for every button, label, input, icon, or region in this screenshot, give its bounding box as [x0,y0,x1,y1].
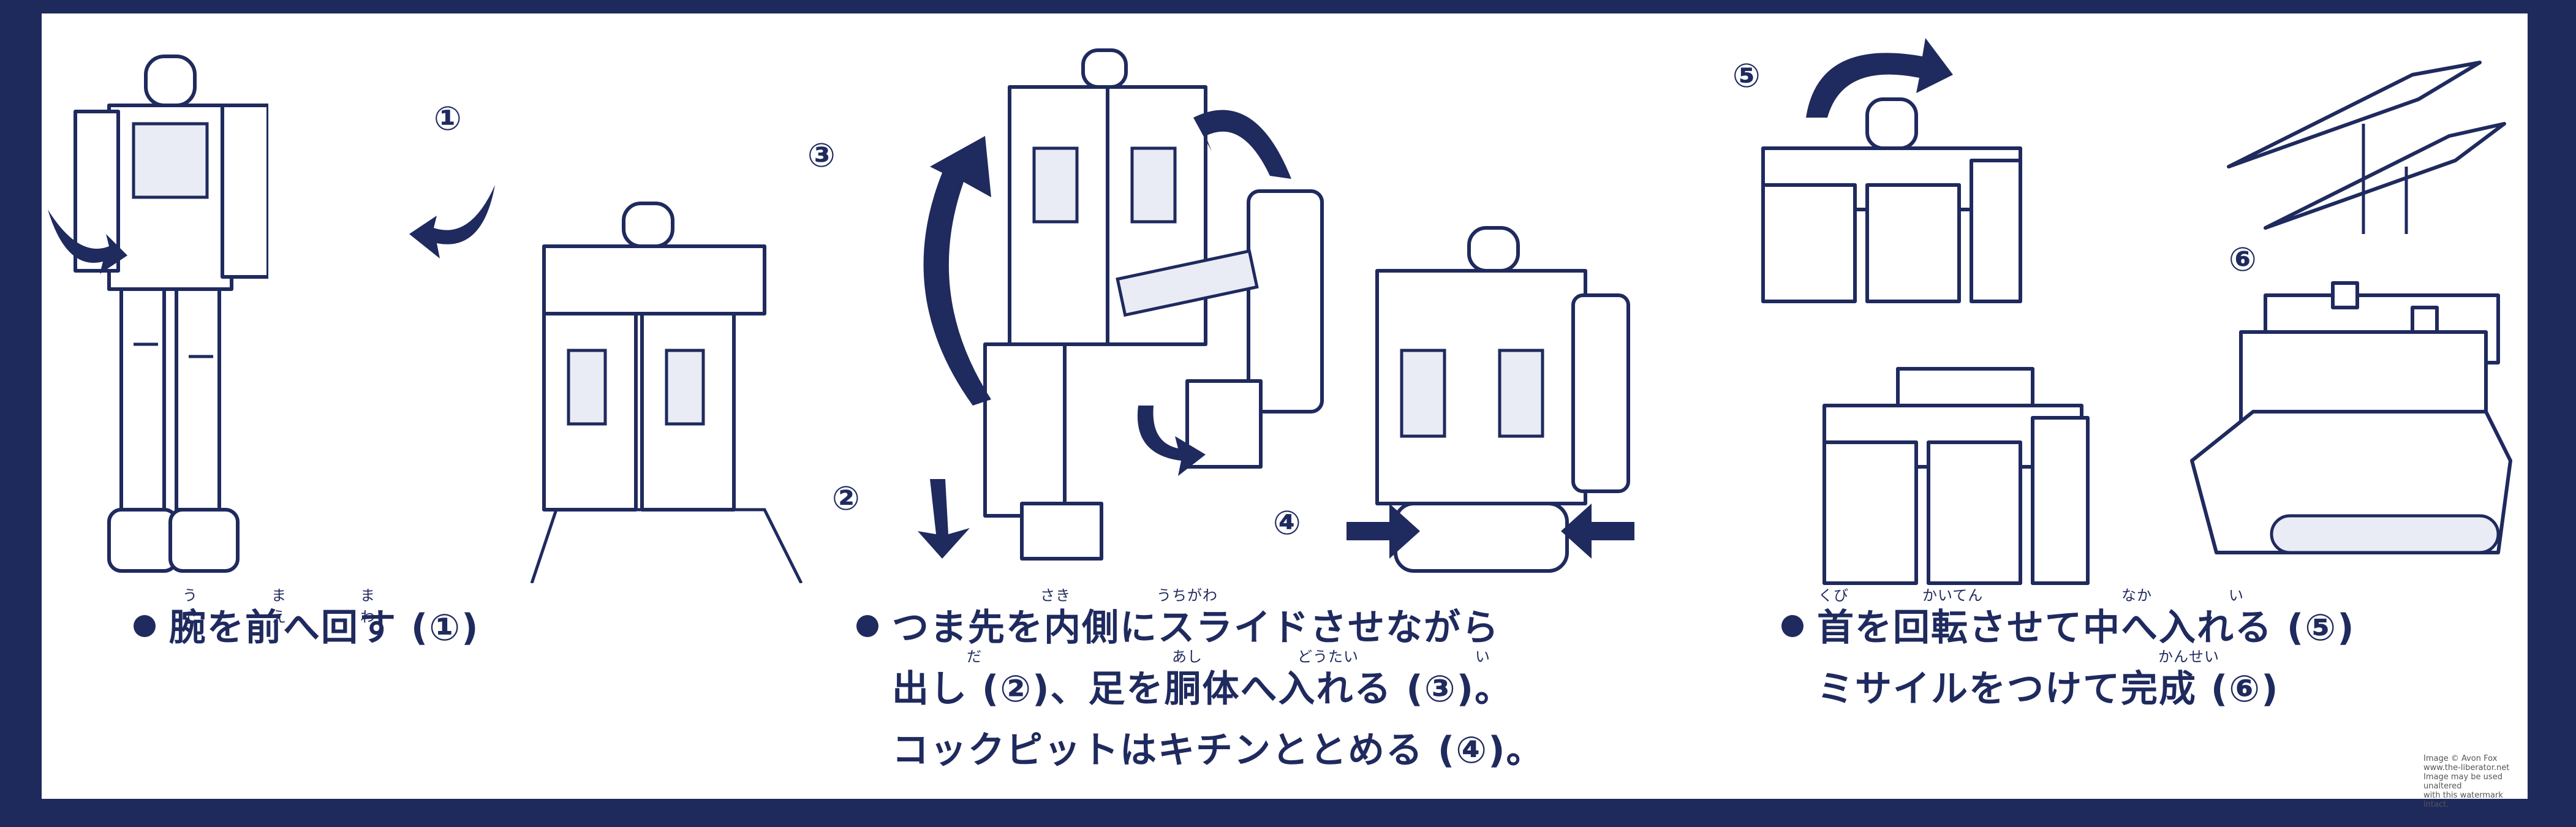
missile-illustration [2227,61,2506,234]
rotate-arm-arrow-left [48,210,127,274]
cockpit-lock-illustration [1375,226,1630,573]
ruby-text: くび [1818,587,1849,604]
ruby-text: かいてん [1922,587,1984,604]
ruby-step5: くび かいてん なか い かんせい [1818,583,2431,669]
ruby-text: さき [1040,587,1071,604]
ruby-text: うちがわ [1157,587,1218,604]
credit-line: www.the-liberator.net [2423,763,2510,772]
caption-step5-line2: ミサイルをつけて完成 (⑥) [1781,663,2355,724]
ruby-text: まえ [271,587,287,625]
arrow-right-step4 [1347,504,1420,559]
ruby-text: まわ [360,587,376,625]
credit-line: with this watermark intact. [2423,790,2503,809]
caption-step2-line2: 出し (②)、足を胴体へ入れる (③)。 [856,663,1544,724]
caption-text: つま先を内側にスライドさせながら [892,606,1500,649]
ruby-text: い [2229,587,2244,604]
bullet [1781,615,1804,638]
curved-arrow-top [1193,110,1291,179]
caption-text: ミサイルをつけて完成 (⑥) [1817,668,2279,711]
caption-step5-6: 首を回転させて中へ入れる (⑤) ミサイルをつけて完成 (⑥) [1781,602,2355,724]
step-marker-4: ④ [1273,504,1301,542]
caption-step2-line1: つま先を内側にスライドさせながら [856,602,1544,663]
ruby-text: あし [1172,648,1203,665]
curved-arrow-step5 [1806,38,1953,118]
ruby-text: い [1475,648,1490,665]
caption-text: 腕を前へ回す (①) [169,606,480,649]
ruby-text: かんせい [2158,648,2219,665]
caption-step1-line1: 腕を前へ回す (①) [134,602,480,663]
robot-folded-illustration [530,202,803,583]
arrow-down-step2 [918,479,970,559]
credit-line: Image © Avon Fox [2423,754,2498,763]
watermark-credit: Image © Avon Fox www.the-liberator.net I… [2423,754,2528,810]
robot-legs-slide-illustration [983,48,1324,561]
step-marker-2: ② [832,479,860,518]
caption-text: コックピットはキチンととめる (④)。 [892,729,1544,772]
caption-step5-line1: 首を回転させて中へ入れる (⑤) [1781,602,2355,663]
bullet [856,615,878,638]
step-marker-1: ① [434,99,462,138]
ruby-text: うで [183,587,198,625]
instruction-sheet: ① ③ ② [42,13,2528,809]
head-rotate-illustration [1761,97,2022,303]
step-marker-6: ⑥ [2229,240,2257,279]
robot-arms-forward-illustration [74,55,268,573]
caption-step2-4: つま先を内側にスライドさせながら 出し (②)、足を胴体へ入れる (③)。 コッ… [856,602,1544,785]
ruby-step2: さき うちがわ だ あし どうたい い [967,583,1769,669]
caption-text: 首を回転させて中へ入れる (⑤) [1817,606,2355,649]
bullet [134,615,156,638]
arrow-left-step4 [1561,504,1634,559]
step-marker-3: ③ [807,136,836,175]
ruby-text: だ [967,648,982,665]
curved-arrow-step3 [923,136,991,406]
credit-line: Image may be used unaltered [2423,772,2502,791]
curved-arrow-down [1137,406,1206,476]
tank-complete-illustration [2190,281,2512,554]
robot-head-tucked-illustration [1822,367,2090,585]
rotate-arm-arrow-right [409,185,495,259]
caption-text: 出し (②)、足を胴体へ入れる (③)。 [892,668,1513,711]
caption-step1: 腕を前へ回す (①) [134,602,480,663]
caption-step2-line3: コックピットはキチンととめる (④)。 [856,724,1544,785]
ruby-text: どうたい [1297,648,1359,665]
step-marker-5: ⑤ [1732,56,1761,95]
ruby-text: なか [2121,587,2152,604]
